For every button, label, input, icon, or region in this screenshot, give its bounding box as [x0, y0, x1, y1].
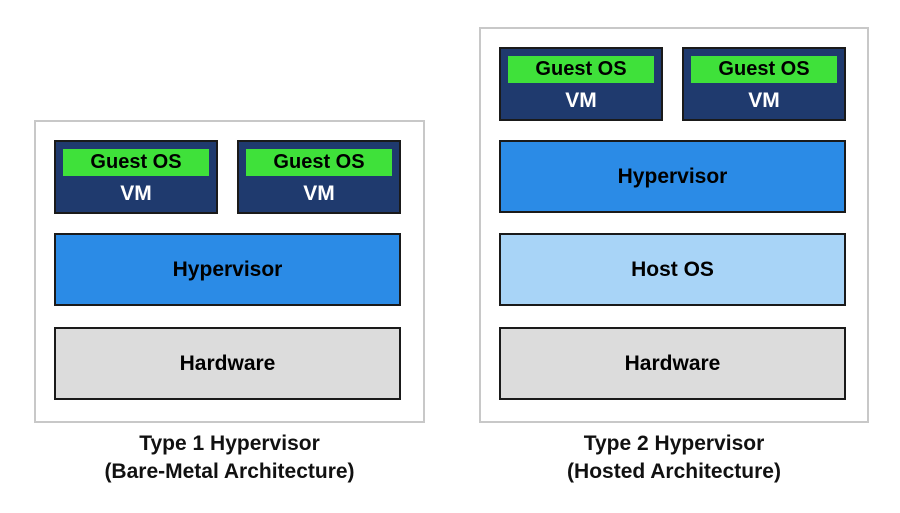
type1-vm-1-label: VM: [120, 182, 152, 205]
type1-caption: Type 1 Hypervisor (Bare-Metal Architectu…: [34, 430, 425, 486]
type2-vm-2-guest-os: Guest OS: [691, 56, 837, 83]
type2-host-os-layer: Host OS: [499, 233, 846, 306]
type1-vm-2-guest-os: Guest OS: [246, 149, 392, 176]
type1-vm-2: Guest OS VM: [237, 140, 401, 214]
type1-caption-title: Type 1 Hypervisor: [139, 432, 320, 455]
type1-hardware-layer: Hardware: [54, 327, 401, 400]
type2-hypervisor-layer: Hypervisor: [499, 140, 846, 213]
type2-vm-1: Guest OS VM: [499, 47, 663, 121]
type2-caption-subtitle: (Hosted Architecture): [567, 460, 781, 483]
type2-vm-1-label: VM: [565, 89, 597, 112]
type1-vm-1: Guest OS VM: [54, 140, 218, 214]
type2-caption-title: Type 2 Hypervisor: [583, 432, 765, 455]
type2-caption: Type 2 Hypervisor (Hosted Architecture): [479, 430, 869, 486]
type2-vm-2: Guest OS VM: [682, 47, 846, 121]
type1-hypervisor-layer: Hypervisor: [54, 233, 401, 306]
type1-caption-subtitle: (Bare-Metal Architecture): [104, 460, 355, 483]
type1-vm-2-label: VM: [303, 182, 335, 205]
type2-vm-1-guest-os: Guest OS: [508, 56, 654, 83]
type1-vm-1-guest-os: Guest OS: [63, 149, 209, 176]
type2-vm-2-label: VM: [748, 89, 780, 112]
type2-hardware-layer: Hardware: [499, 327, 846, 400]
